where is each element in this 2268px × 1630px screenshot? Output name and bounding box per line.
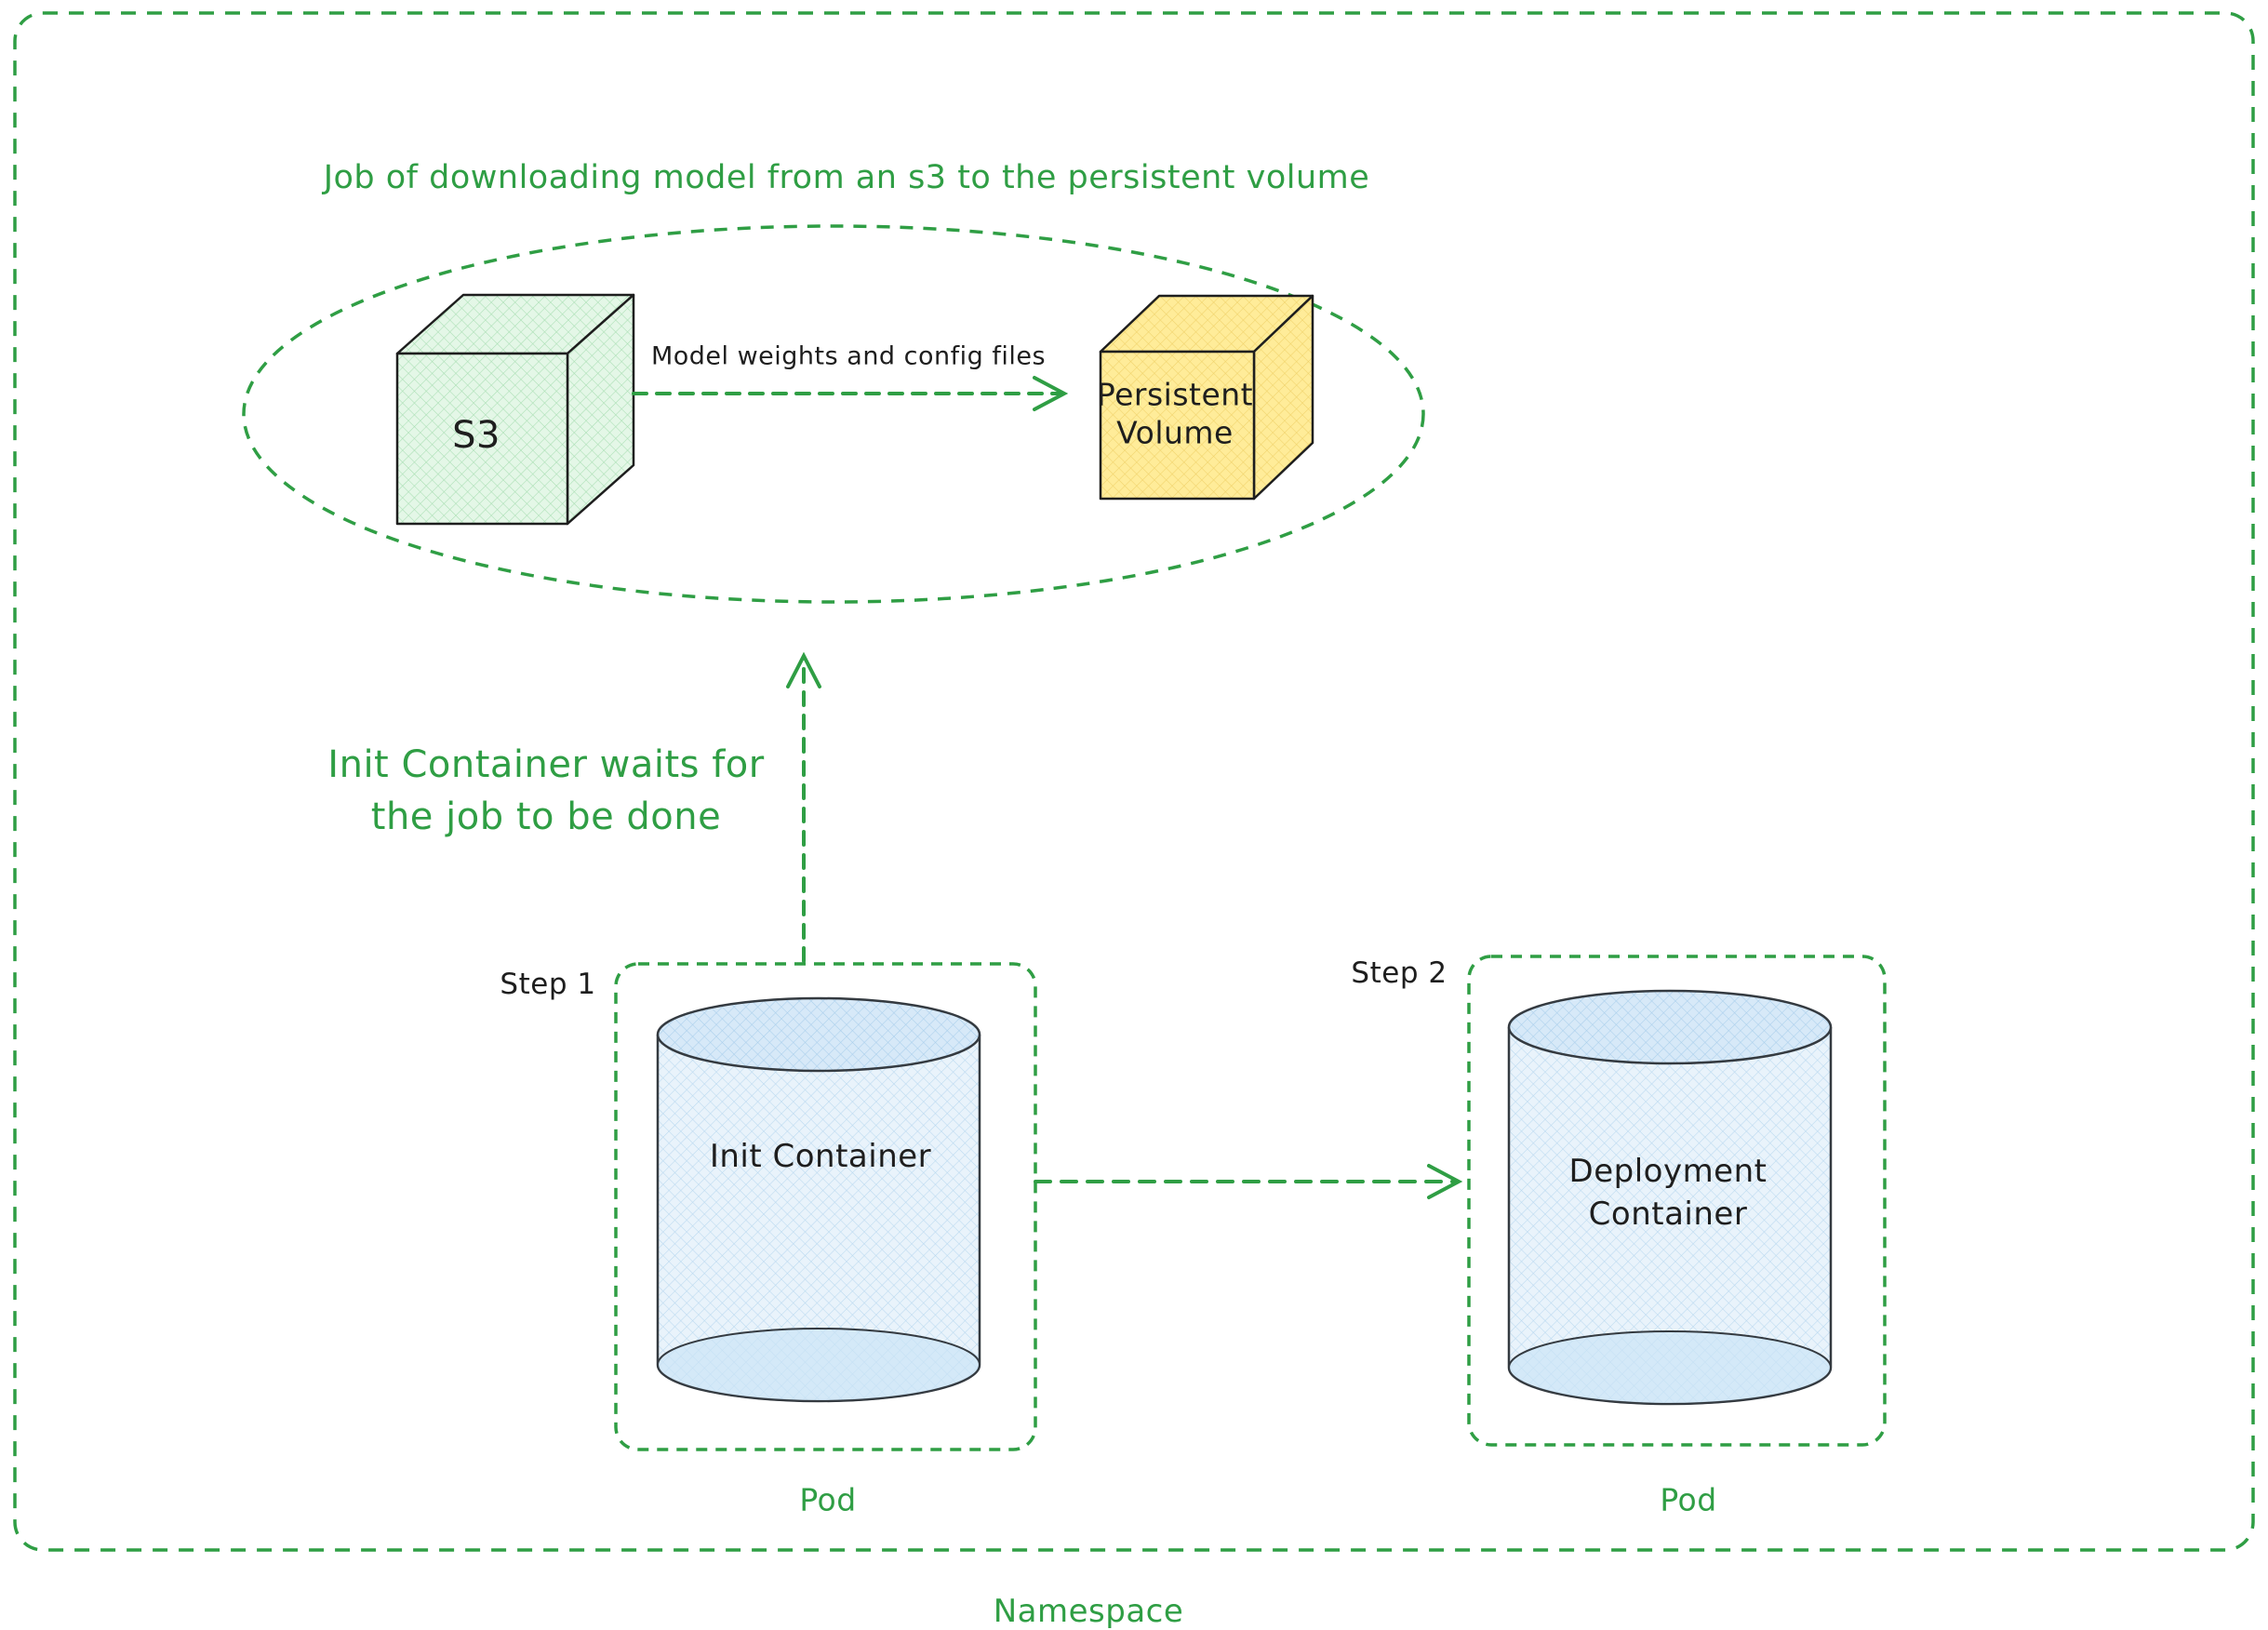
- step2-label: Step 2: [1351, 956, 1448, 990]
- wait-arrow: [786, 651, 821, 963]
- deployment-container-label-line2: Container: [1588, 1196, 1748, 1233]
- job-title: Job of downloading model from an s3 to t…: [323, 159, 1370, 196]
- step1-label: Step 1: [500, 968, 596, 1001]
- init-container-label: Init Container: [709, 1138, 932, 1175]
- model-transfer-arrow: [632, 376, 1069, 411]
- deployment-container-label-line1: Deployment: [1568, 1153, 1768, 1190]
- pod2-border: [1467, 955, 1887, 1447]
- step-arrow: [1034, 1164, 1463, 1199]
- persistent-volume-label-line2: Volume: [1116, 414, 1234, 451]
- persistent-volume-cube: [1099, 294, 1314, 501]
- pod1-label: Pod: [799, 1481, 857, 1518]
- s3-cube-label: S3: [452, 414, 500, 457]
- persistent-volume-label-line1: Persistent: [1096, 376, 1254, 413]
- pod2-label: Pod: [1660, 1481, 1717, 1518]
- s3-cube: [395, 293, 635, 526]
- job-ellipse: [242, 224, 1425, 604]
- namespace-label: Namespace: [993, 1593, 1184, 1630]
- deployment-container-cylinder: [1507, 989, 1833, 1406]
- pod1-border: [614, 962, 1037, 1451]
- wait-annotation-line1: Init Container waits for: [327, 743, 765, 786]
- init-container-cylinder: [656, 996, 981, 1403]
- wait-annotation-line2: the job to be done: [370, 795, 722, 838]
- transfer-arrow-label: Model weights and config files: [650, 341, 1047, 371]
